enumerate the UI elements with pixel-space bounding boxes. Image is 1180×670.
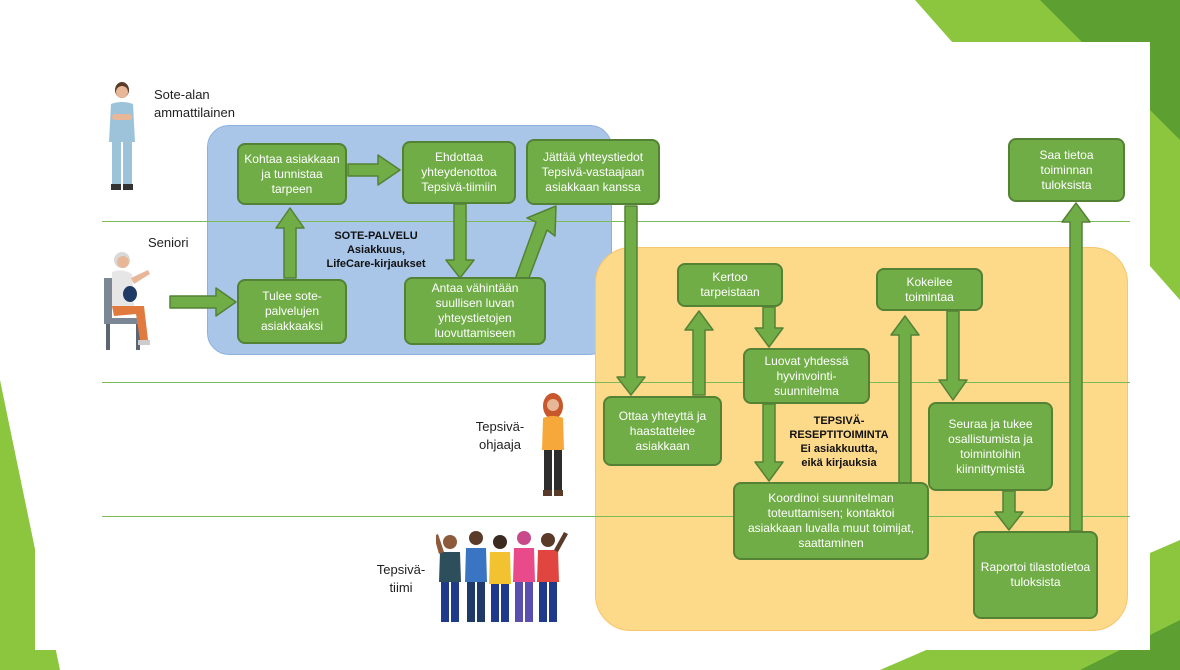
seated-senior-figure bbox=[104, 252, 150, 350]
step-antaa: Antaa vähintään suullisen luvan yhteysti… bbox=[404, 277, 546, 345]
nurse-figure bbox=[109, 82, 135, 190]
step-ehdottaa: Ehdottaa yhteydenottoa Tepsivä-tiimiin bbox=[402, 141, 516, 204]
arrow-senior-to-tulee bbox=[169, 287, 237, 317]
tepsiva-zone-label: TEPSIVÄ- RESEPTITOIMINTA Ei asiakkuutta,… bbox=[784, 414, 894, 470]
arrow-kertoo-to-luovat bbox=[754, 306, 784, 348]
tepsiva-zone-title2: RESEPTITOIMINTA bbox=[789, 429, 889, 441]
step-ottaa: Ottaa yhteyttä ja haastattelee asiakkaan bbox=[603, 396, 722, 466]
step-raportoi: Raportoi tilastotietoa tuloksista bbox=[973, 531, 1098, 619]
arrow-kohtaa-to-ehdottaa bbox=[347, 154, 401, 186]
sote-zone-title: SOTE-PALVELU bbox=[334, 230, 418, 242]
arrow-ottaa-to-kertoo bbox=[684, 310, 714, 396]
step-luovat: Luovat yhdessä hyvinvointi-suunnitelma bbox=[743, 348, 870, 404]
sote-zone-label: SOTE-PALVELU Asiakkuus, LifeCare-kirjauk… bbox=[318, 229, 434, 271]
team-group-figure bbox=[436, 531, 568, 622]
step-kertoo: Kertoo tarpeistaan bbox=[677, 263, 783, 307]
tepsiva-zone-line1: Ei asiakkuutta, bbox=[800, 443, 878, 455]
arrow-luovat-to-koordinoi bbox=[754, 403, 784, 482]
role-professional-label: Sote-alan ammattilainen bbox=[154, 87, 235, 120]
step-tulee: Tulee sote-palvelujen asiakkaaksi bbox=[237, 279, 347, 344]
arrow-seuraa-to-raportoi bbox=[994, 490, 1024, 531]
tepsiva-zone-line2: eikä kirjauksia bbox=[801, 457, 877, 469]
step-saa: Saa tietoa toiminnan tuloksista bbox=[1008, 138, 1125, 202]
role-team-label: Tepsivä-tiimi bbox=[376, 562, 426, 595]
instructor-figure bbox=[542, 393, 564, 496]
step-koordinoi: Koordinoi suunnitelman toteuttamisen; ko… bbox=[733, 482, 929, 560]
arrow-jattaa-to-ottaa bbox=[616, 205, 646, 396]
lane-divider-2 bbox=[102, 382, 1130, 383]
lane-divider-3 bbox=[102, 516, 1130, 517]
step-jattaa: Jättää yhteystiedot Tepsivä-vastaajaan a… bbox=[526, 139, 660, 205]
step-kohtaa: Kohtaa asiakkaan ja tunnistaa tarpeen bbox=[237, 143, 347, 205]
role-senior-label: Seniori bbox=[148, 235, 189, 250]
tepsiva-zone-title1: TEPSIVÄ- bbox=[813, 415, 865, 427]
sote-zone-line1: Asiakkuus, bbox=[346, 244, 406, 256]
arrow-ehdottaa-to-antaa bbox=[445, 203, 475, 279]
sote-zone-line2: LifeCare-kirjaukset bbox=[326, 258, 426, 270]
step-seuraa: Seuraa ja tukee osallistumista ja toimin… bbox=[928, 402, 1053, 491]
role-instructor-label: Tepsivä-ohjaaja bbox=[475, 419, 525, 452]
arrow-koordinoi-to-kokeilee bbox=[890, 315, 920, 484]
lane-divider-1 bbox=[102, 221, 1130, 222]
arrow-tulee-to-kohtaa bbox=[275, 207, 305, 279]
arrow-kokeilee-to-seuraa bbox=[938, 310, 968, 401]
arrow-raportoi-to-saa bbox=[1061, 202, 1091, 532]
step-kokeilee: Kokeilee toimintaa bbox=[876, 268, 983, 311]
